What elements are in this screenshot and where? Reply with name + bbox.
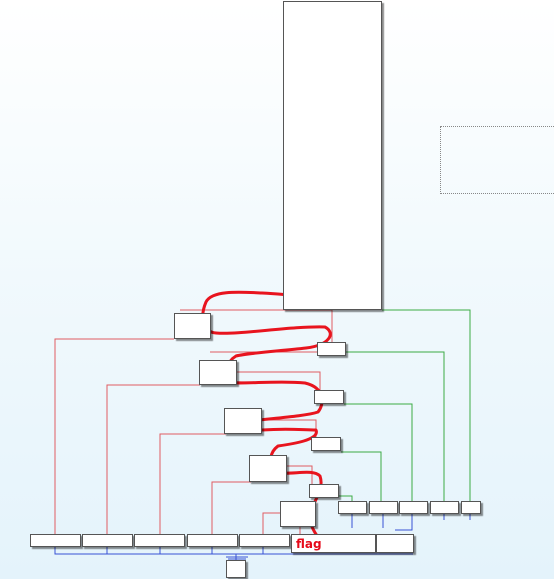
flag-annotation: flag [296, 537, 322, 551]
edge-false [262, 512, 282, 534]
small-block-3[interactable] [311, 437, 341, 451]
success-block-4[interactable] [430, 501, 459, 514]
edge-jump [395, 514, 413, 531]
flag-block-extension[interactable] [376, 534, 414, 553]
entry-block[interactable] [283, 1, 382, 310]
edge-true [339, 495, 353, 501]
edge-false [211, 481, 251, 534]
flag-block[interactable] [291, 534, 376, 553]
success-block-1[interactable] [338, 501, 367, 514]
graph-overview-frame[interactable] [440, 126, 554, 194]
check-block-2[interactable] [199, 360, 237, 385]
success-block-3[interactable] [399, 501, 428, 514]
scribble-path [201, 290, 332, 548]
exit-block[interactable] [226, 560, 246, 578]
check-block-1[interactable] [174, 313, 211, 339]
edge-true [346, 351, 445, 501]
check-block-3[interactable] [224, 408, 262, 434]
fail-block-4[interactable] [187, 534, 238, 547]
fail-block-3[interactable] [134, 534, 185, 547]
edge-true [344, 403, 413, 501]
fail-block-2[interactable] [82, 534, 133, 547]
edge-jump [54, 547, 413, 555]
edge-false [54, 338, 174, 534]
edge-jump [226, 556, 248, 560]
edge-true [341, 451, 382, 501]
edge-false [285, 525, 301, 534]
success-block-5[interactable] [461, 501, 481, 514]
edge-false [224, 371, 321, 390]
check-block-4[interactable] [249, 455, 287, 482]
small-block-1[interactable] [317, 342, 346, 356]
success-block-2[interactable] [369, 501, 398, 514]
fail-block-1[interactable] [30, 534, 81, 547]
check-block-5[interactable] [280, 501, 316, 527]
small-block-4[interactable] [309, 484, 339, 498]
edge-true [382, 309, 471, 501]
fail-block-5[interactable] [239, 534, 290, 547]
small-block-2[interactable] [314, 390, 344, 404]
edge-false [106, 384, 200, 534]
edge-false [180, 309, 333, 342]
edge-false [159, 433, 226, 534]
